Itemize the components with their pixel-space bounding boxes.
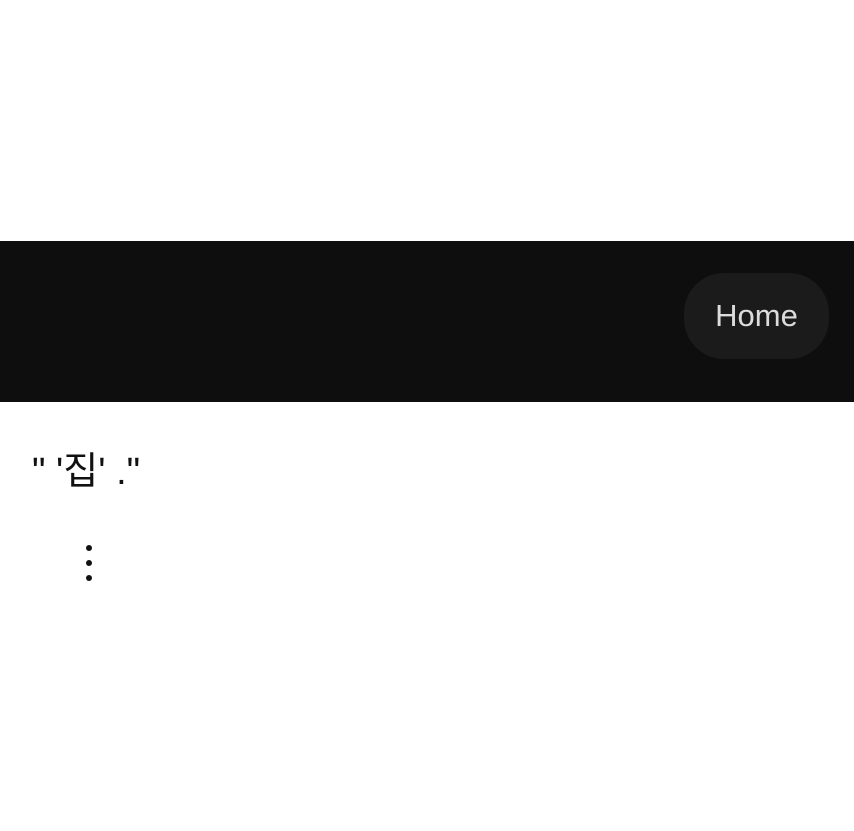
ellipsis-dot: [86, 545, 92, 551]
top-bar: Home: [0, 241, 854, 402]
home-button[interactable]: Home: [684, 273, 829, 359]
ellipsis-dot: [86, 575, 92, 581]
ellipsis-dot: [86, 560, 92, 566]
message-text: " '집' .": [32, 451, 141, 493]
vertical-ellipsis-icon: [83, 540, 95, 590]
